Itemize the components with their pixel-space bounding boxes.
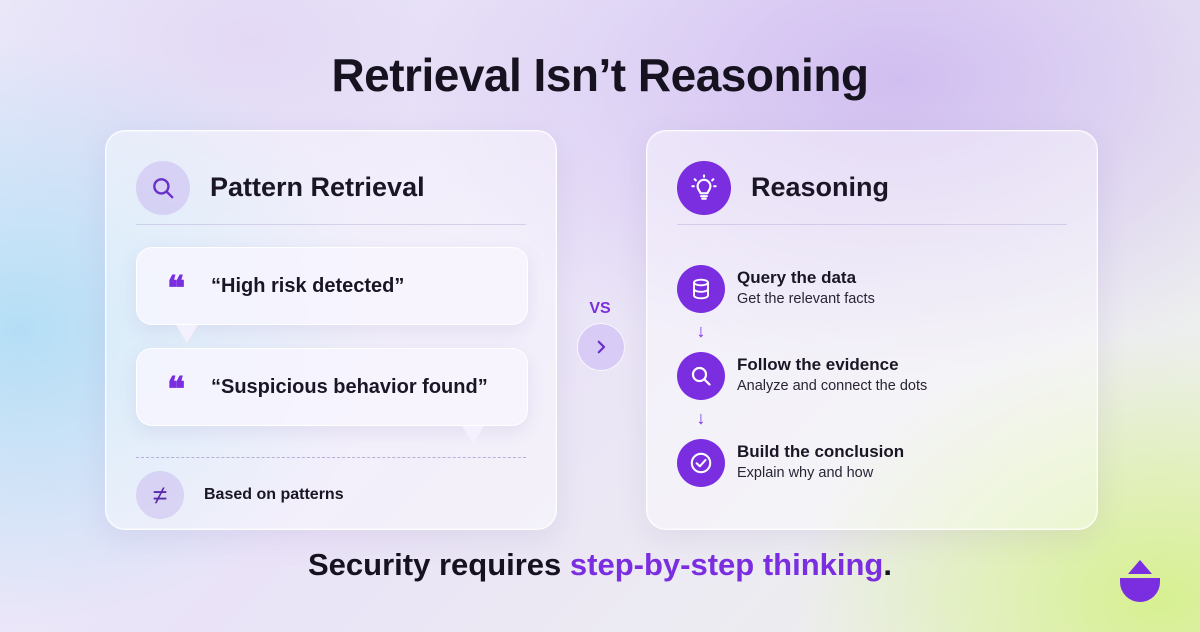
card-header: Reasoning xyxy=(677,159,1067,225)
page-title: Retrieval Isn’t Reasoning xyxy=(331,49,869,101)
arrow-down-icon: ↓ xyxy=(696,408,706,428)
search-icon xyxy=(677,352,725,400)
step-subtitle: Get the relevant facts xyxy=(737,290,875,307)
step-text: Query the data Get the relevant facts xyxy=(737,268,875,307)
card-title: Reasoning xyxy=(751,172,890,202)
tagline-highlight: step-by-step thinking xyxy=(569,547,884,582)
card-title: Pattern Retrieval xyxy=(210,172,425,202)
step-title: Build the conclusion xyxy=(737,441,905,461)
pattern-retrieval-card: Pattern Retrieval ❝ “High risk detected”… xyxy=(105,130,557,530)
quote-text: “High risk detected” xyxy=(211,274,405,297)
database-icon xyxy=(677,265,725,313)
step-title: Follow the evidence xyxy=(737,354,899,374)
step-item: Follow the evidence Analyze and connect … xyxy=(677,352,927,400)
bubble-tail xyxy=(176,325,198,343)
card-header: Pattern Retrieval xyxy=(136,159,526,225)
not-equal-icon: ≠ xyxy=(136,471,184,519)
bubble-tail xyxy=(462,426,484,444)
check-circle-icon xyxy=(677,439,725,487)
quote-mark-icon: ❝ xyxy=(167,269,186,309)
quote-text: “Suspicious behavior found” xyxy=(211,375,488,398)
quote-mark-icon: ❝ xyxy=(167,370,186,410)
step-item: Query the data Get the relevant facts xyxy=(677,265,875,313)
tagline-suffix: . xyxy=(883,547,892,582)
search-icon xyxy=(136,160,190,215)
arrow-down-icon: ↓ xyxy=(696,321,706,341)
chevron-right-icon xyxy=(577,323,625,371)
step-text: Build the conclusion Explain why and how xyxy=(737,442,904,481)
step-subtitle: Analyze and connect the dots xyxy=(737,377,928,394)
step-item: Build the conclusion Explain why and how xyxy=(677,439,904,487)
card-footer: ≠ Based on patterns xyxy=(136,471,344,519)
quote-bubble: ❝ “Suspicious behavior found” xyxy=(136,348,528,426)
tagline: Security requires step-by-step thinking. xyxy=(0,547,1200,583)
tagline-prefix: Security requires xyxy=(308,547,570,582)
dashed-divider xyxy=(136,457,526,458)
step-subtitle: Explain why and how xyxy=(737,464,874,481)
lightbulb-icon xyxy=(677,160,731,215)
footer-text: Based on patterns xyxy=(204,486,344,503)
quote-bubble: ❝ “High risk detected” xyxy=(136,247,528,325)
brand-logo xyxy=(1118,558,1162,602)
step-title: Query the data xyxy=(737,267,857,287)
step-text: Follow the evidence Analyze and connect … xyxy=(737,355,927,394)
reasoning-card: Reasoning Query the data Get the relevan… xyxy=(646,130,1098,530)
vs-label: VS xyxy=(589,300,611,317)
